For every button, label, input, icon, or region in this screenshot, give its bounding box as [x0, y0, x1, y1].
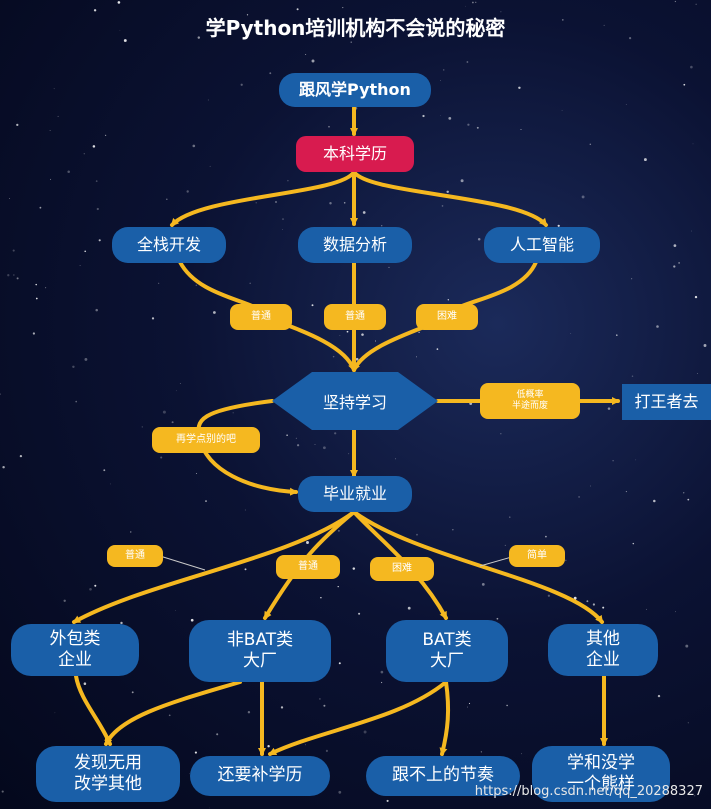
- node-ai: 人工智能: [484, 227, 600, 263]
- node-degree-label: 本科学历: [322, 144, 387, 163]
- arrow-graduate-nonbat: [263, 510, 356, 620]
- node-ai-label: 人工智能: [509, 235, 574, 254]
- node-game-label: 打王者去: [634, 392, 699, 411]
- tag-data-analysis: 普通: [324, 304, 386, 330]
- node-bat-line-1: BAT类: [422, 629, 472, 650]
- node-non-bat: 非BAT类 大厂: [189, 620, 331, 682]
- node-data-analysis-label: 数据分析: [322, 235, 387, 254]
- node-same: 学和没学 一个熊样: [532, 746, 670, 802]
- node-bat: BAT类 大厂: [386, 620, 508, 682]
- node-degree: 本科学历: [296, 136, 414, 172]
- page-title: 学Python培训机构不会说的秘密: [205, 16, 506, 40]
- node-fullstack: 全栈开发: [112, 227, 226, 263]
- node-outsourcing: 外包类 企业: [11, 624, 139, 676]
- node-need-degree-label: 还要补学历: [217, 765, 303, 786]
- node-bat-line-2: 大厂: [430, 651, 464, 671]
- node-outsourcing-line-1: 外包类: [49, 628, 101, 649]
- tag-bat: 困难: [370, 557, 434, 581]
- node-other: 其他 企业: [548, 624, 658, 676]
- arrow-graduate-other: [352, 510, 604, 624]
- node-same-line-2: 一个熊样: [567, 774, 635, 794]
- arrow-outsourcing-useless: [74, 674, 112, 746]
- node-start: 跟风学Python: [279, 73, 431, 107]
- node-useless-line-1: 发现无用: [74, 752, 142, 773]
- watermark-url: https://blog.csdn.net/qq_20288327: [474, 784, 703, 799]
- node-persist: 坚持学习: [272, 372, 438, 430]
- tag-other: 简单: [509, 545, 565, 567]
- node-outsourcing-line-2: 企业: [58, 650, 92, 670]
- node-data-analysis: 数据分析: [298, 227, 412, 263]
- tag-non-bat: 普通: [276, 555, 340, 579]
- node-non-bat-line-1: 非BAT类: [226, 629, 294, 650]
- tag-ai: 困难: [416, 304, 478, 330]
- node-fullstack-label: 全栈开发: [136, 235, 201, 254]
- node-graduate: 毕业就业: [298, 476, 412, 512]
- node-graduate-label: 毕业就业: [322, 484, 387, 503]
- node-other-line-1: 其他: [586, 628, 620, 649]
- node-need-degree: 还要补学历: [190, 756, 330, 796]
- arrow-bat-need-degree: [268, 680, 448, 756]
- node-useless-line-2: 改学其他: [74, 774, 142, 794]
- node-other-line-2: 企业: [586, 650, 620, 670]
- tag-quit: 低概率 半途而废: [480, 383, 580, 419]
- tag-quit-line-2: 半途而废: [511, 401, 548, 411]
- node-start-label: 跟风学Python: [299, 80, 411, 99]
- tag-quit-line-1: 低概率: [516, 390, 544, 401]
- node-game: 打王者去: [622, 384, 711, 420]
- node-persist-label: 坚持学习: [322, 393, 387, 412]
- node-non-bat-line-2: 大厂: [243, 651, 277, 671]
- arrow-nonbat-useless: [104, 680, 242, 746]
- node-cant-keep-up-label: 跟不上的节奏: [392, 765, 494, 786]
- node-same-line-1: 学和没学: [567, 752, 635, 773]
- node-cant-keep-up: 跟不上的节奏: [366, 756, 520, 796]
- arrow-degree-ai: [352, 170, 548, 227]
- tag-fullstack: 普通: [230, 304, 292, 330]
- tag-outsourcing: 普通: [107, 545, 163, 567]
- arrow-bat-cant-keep-up: [439, 680, 451, 756]
- tag-learn-other: 再学点别的吧: [152, 427, 260, 453]
- arrow-graduate-outsourcing: [72, 510, 356, 624]
- node-useless: 发现无用 改学其他: [36, 746, 180, 802]
- arrow-degree-fullstack: [170, 170, 356, 227]
